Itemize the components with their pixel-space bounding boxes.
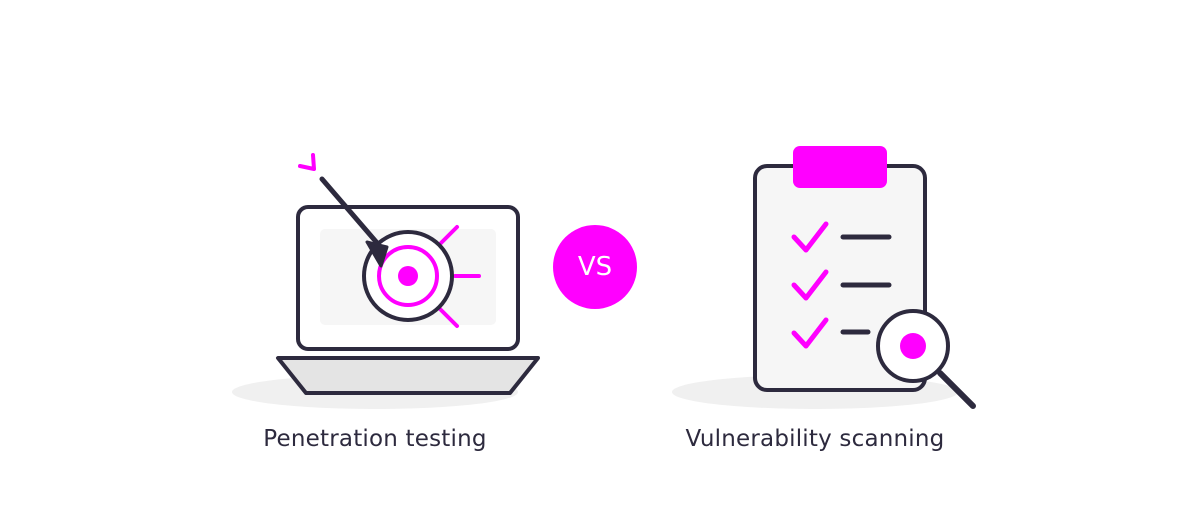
clipboard-checklist-magnifier-icon xyxy=(672,146,976,409)
clipboard-clip xyxy=(793,146,887,188)
penetration-testing-caption: Penetration testing xyxy=(263,426,487,452)
checklist-lines xyxy=(840,234,892,335)
vs-label: VS xyxy=(577,252,613,282)
arrow-icon xyxy=(298,153,389,268)
magnifier-icon xyxy=(876,309,976,409)
check-icons xyxy=(791,221,829,349)
laptop-target-arrow-icon xyxy=(232,153,540,409)
check-icon xyxy=(791,317,829,349)
laptop-base xyxy=(276,356,540,395)
check-icon xyxy=(791,221,829,253)
target-rays-icon xyxy=(438,225,481,328)
vs-badge: VS xyxy=(553,225,637,309)
check-icon xyxy=(791,269,829,301)
vulnerability-scanning-caption: Vulnerability scanning xyxy=(685,426,945,452)
